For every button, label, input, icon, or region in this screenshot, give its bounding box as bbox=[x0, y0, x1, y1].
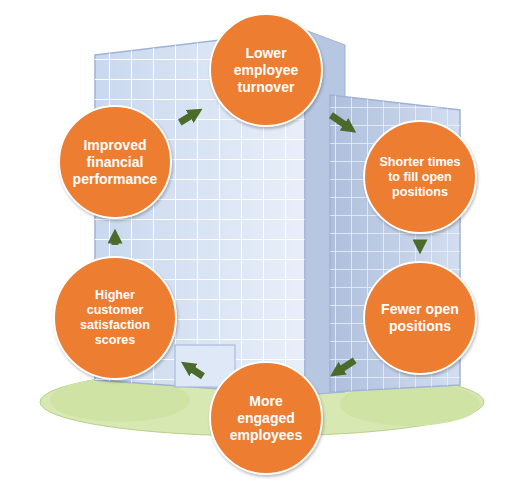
cycle-circle: Fewer open positions bbox=[363, 261, 477, 375]
cycle-circle: Higher customer satisfaction scores bbox=[53, 256, 177, 380]
circle-label: Improved financial performance bbox=[71, 137, 159, 188]
cycle-circle: Improved financial performance bbox=[58, 105, 172, 219]
circle-label: Fewer open positions bbox=[376, 301, 464, 335]
cycle-arrow bbox=[187, 366, 203, 376]
circle-text-group: Shorter times to fill open positions bbox=[376, 155, 464, 200]
circle-text-group: Lower employee turnover bbox=[222, 45, 310, 96]
cycle-arrow bbox=[112, 236, 119, 245]
cycle-arrow bbox=[331, 115, 350, 128]
circle-label: More engaged employees bbox=[222, 393, 310, 444]
circle-label: Higher customer satisfaction scores bbox=[71, 288, 159, 348]
cycle-circle: Lower employee turnover bbox=[209, 13, 323, 127]
circle-text-group: More engaged employees bbox=[222, 393, 310, 444]
circle-label: Lower employee turnover bbox=[222, 45, 310, 96]
circle-text-group: Higher customer satisfaction scores bbox=[71, 288, 159, 348]
circle-label: Shorter times to fill open positions bbox=[376, 155, 464, 200]
cycle-arrow bbox=[417, 242, 424, 247]
cycle-circle: Shorter times to fill open positions bbox=[363, 120, 477, 234]
circle-text-group: Fewer open positions bbox=[376, 301, 464, 335]
cycle-arrow bbox=[336, 360, 354, 372]
circle-text-group: Improved financial performance bbox=[71, 137, 159, 188]
cycle-arrow bbox=[180, 113, 196, 123]
cycle-circle: More engaged employees bbox=[209, 361, 323, 475]
